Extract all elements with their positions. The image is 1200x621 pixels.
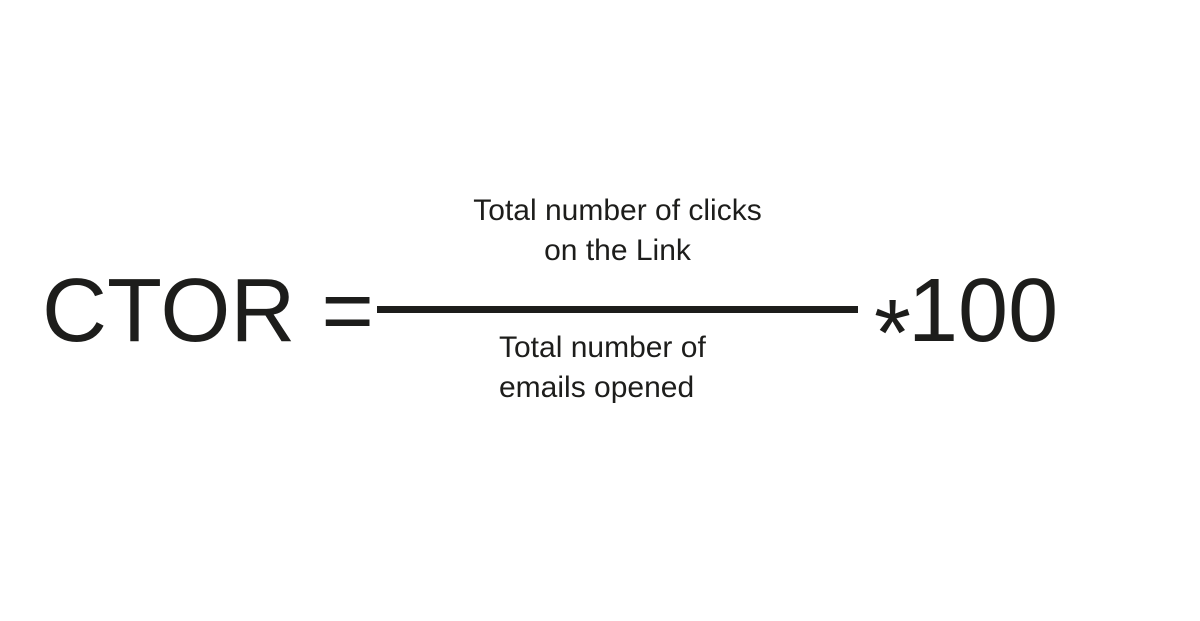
equals-sign: = (321, 261, 374, 361)
fraction-bar (377, 306, 858, 313)
metric-name: CTOR (42, 261, 296, 361)
multiplication-asterisk: * (874, 280, 911, 386)
denominator-line-2: emails opened (499, 371, 695, 404)
formula-left-side: CTOR = (42, 266, 374, 356)
fraction-numerator: Total number of clicks on the Link (377, 191, 858, 271)
numerator-line-2: on the Link (544, 234, 691, 267)
fraction-denominator: Total number of emails opened (499, 328, 706, 408)
numerator-line-1: Total number of clicks (473, 194, 762, 227)
multiplier-value: 100 (908, 261, 1059, 361)
denominator-line-1: Total number of (499, 331, 706, 364)
